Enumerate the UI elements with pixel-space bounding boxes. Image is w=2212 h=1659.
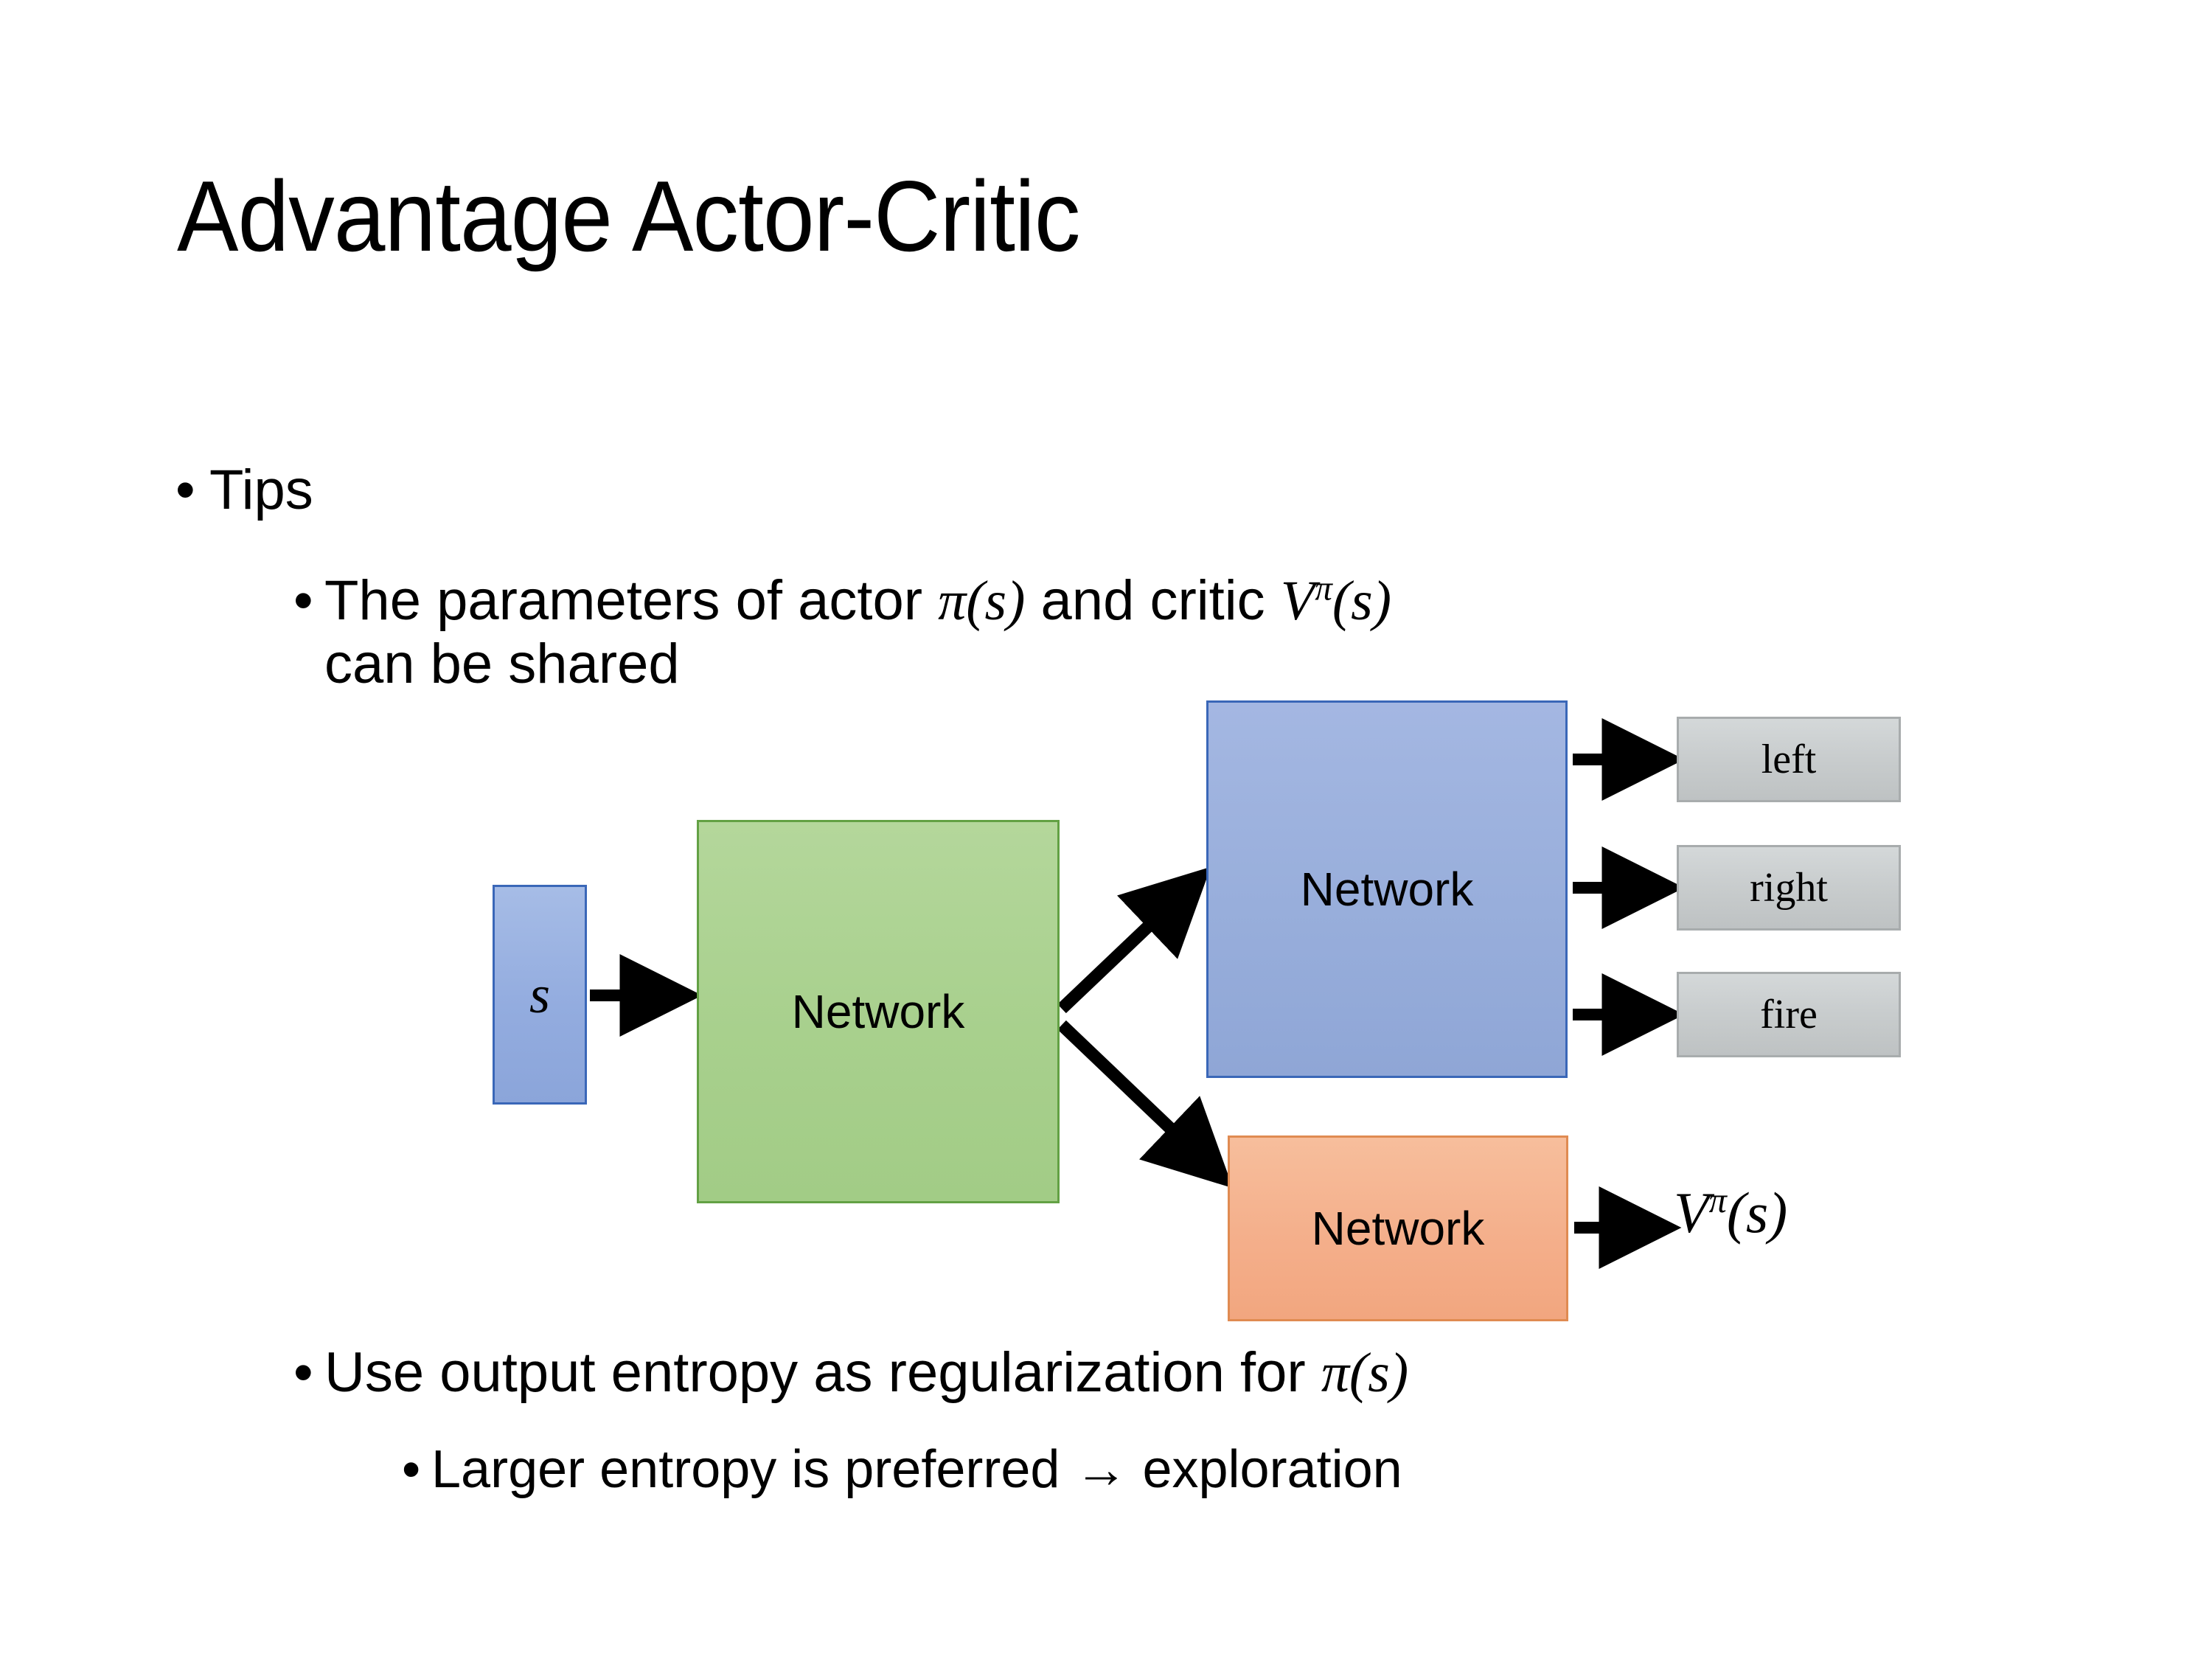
input-state-label: s bbox=[529, 964, 551, 1024]
value-base: V bbox=[1674, 1180, 1709, 1245]
actor-network-label: Network bbox=[1300, 863, 1474, 916]
action-box-left: left bbox=[1677, 717, 1901, 802]
bullet-tips-label: Tips bbox=[209, 459, 313, 521]
actor-network-box: Network bbox=[1206, 700, 1568, 1078]
math-v-superscript-pi: π bbox=[1315, 569, 1332, 608]
entropy-text-part1: Use output entropy as regularization for bbox=[324, 1341, 1321, 1404]
bullet-marker-icon: • bbox=[293, 1341, 313, 1404]
bullet-entropy-text: Use output entropy as regularization for… bbox=[324, 1343, 1408, 1403]
bullet-larger-entropy: • Larger entropy is preferred → explorat… bbox=[402, 1441, 1402, 1498]
bullet-marker-icon: • bbox=[402, 1440, 421, 1499]
page-title: Advantage Actor-Critic bbox=[177, 160, 1080, 272]
params-text-part2: and critic bbox=[1025, 569, 1281, 632]
params-text-part1: The parameters of actor bbox=[324, 569, 939, 632]
arrow-shared-to-critic bbox=[1057, 1020, 1234, 1189]
math-v-argument: (s) bbox=[1332, 570, 1392, 632]
action-box-right: right bbox=[1677, 845, 1901, 931]
input-state-box: s bbox=[493, 885, 587, 1105]
bullet-entropy-regularization: • Use output entropy as regularization f… bbox=[293, 1343, 1408, 1403]
bullet-larger-entropy-label: Larger entropy is preferred → exploratio… bbox=[431, 1440, 1402, 1499]
bullet-marker-icon: • bbox=[175, 459, 195, 521]
math-pi-of-s: π(s) bbox=[938, 570, 1026, 632]
action-label-right: right bbox=[1750, 865, 1828, 911]
value-argument: (s) bbox=[1726, 1180, 1788, 1245]
math-v-pi-of-s: Vπ(s) bbox=[1281, 570, 1391, 632]
value-superscript-pi: π bbox=[1708, 1181, 1727, 1220]
critic-network-box: Network bbox=[1228, 1135, 1568, 1321]
shared-network-box: Network bbox=[697, 820, 1060, 1203]
arrow-shared-to-actor bbox=[1057, 866, 1211, 1014]
math-v-base: V bbox=[1280, 570, 1315, 632]
value-function-output-label: Vπ(s) bbox=[1674, 1180, 1787, 1246]
action-label-fire: fire bbox=[1760, 992, 1818, 1037]
critic-network-label: Network bbox=[1311, 1202, 1485, 1255]
bullet-parameters-shared: • The parameters of actor π(s) and criti… bbox=[293, 569, 2004, 695]
math-pi-of-s: π(s) bbox=[1321, 1342, 1409, 1404]
action-box-fire: fire bbox=[1677, 972, 1901, 1057]
shared-network-label: Network bbox=[791, 985, 965, 1038]
bullet-tips: • Tips bbox=[175, 459, 313, 521]
params-text-line2: can be shared bbox=[324, 633, 680, 696]
action-label-left: left bbox=[1761, 737, 1817, 782]
bullet-parameters-text: The parameters of actor π(s) and critic … bbox=[324, 569, 1991, 695]
bullet-marker-icon: • bbox=[293, 569, 313, 632]
